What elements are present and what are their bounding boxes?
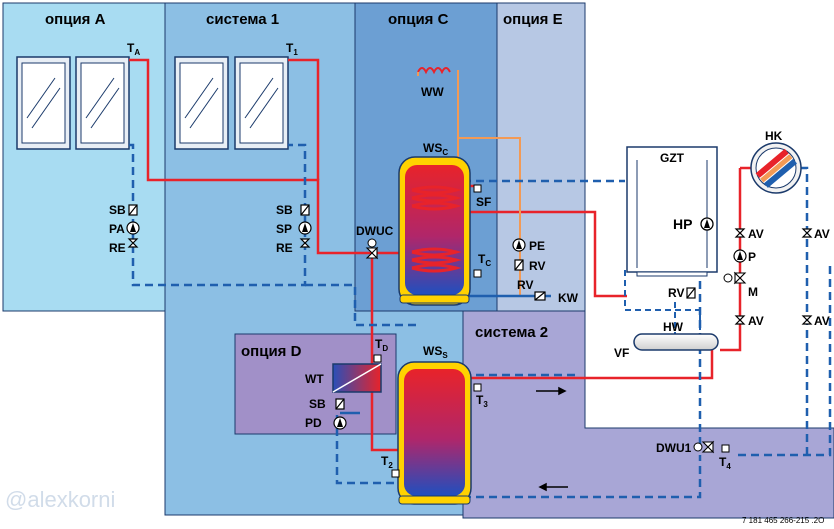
rv2-label: RV — [517, 278, 533, 292]
t3-label: T3 — [476, 393, 488, 409]
tc-sensor-icon — [473, 269, 482, 278]
pe-label: PE — [529, 239, 545, 253]
av4-valve-icon — [801, 315, 813, 325]
drawing-code: 7 181 465 266-215 .2O — [742, 516, 824, 525]
collectors-option-a — [16, 56, 130, 150]
rv3-label: RV — [668, 286, 684, 300]
hp-pump-icon — [700, 217, 714, 231]
mixer-icons — [365, 238, 747, 454]
pe-pump-icon — [512, 238, 526, 252]
heat-exchanger-wt — [332, 363, 382, 393]
tank-wsc — [398, 156, 471, 306]
gzt-label: GZT — [660, 151, 685, 165]
hw-label: HW — [663, 320, 684, 334]
zone-option-d-title: опция D — [241, 343, 302, 360]
av1-valve-icon — [734, 228, 746, 238]
tc-label: TC — [478, 252, 491, 268]
flow-arrows — [536, 386, 568, 492]
sp-label: SP — [276, 222, 292, 236]
valve-icons — [127, 228, 813, 325]
sb-1-label: SB — [276, 203, 293, 217]
td-sensor-icon — [373, 354, 382, 363]
pump-icons — [126, 221, 747, 430]
pd-label: PD — [305, 416, 322, 430]
ta-label: TA — [127, 41, 140, 57]
wsc-label: WSC — [423, 141, 448, 157]
t4-sensor-icon — [721, 444, 730, 453]
zone-option-e-title: опция Е — [503, 11, 563, 28]
tank-wss — [397, 361, 472, 505]
re-1-valve-icon — [299, 238, 311, 248]
av2-label: AV — [814, 227, 830, 241]
kw-label: KW — [558, 291, 579, 305]
hp-label: HP — [673, 216, 692, 232]
zone-system-1-title: система 1 — [206, 11, 279, 28]
av1-label: AV — [748, 227, 764, 241]
dwu1-mixer-icon — [693, 440, 715, 454]
av3-valve-icon — [734, 315, 746, 325]
p-pump-icon — [733, 249, 747, 263]
pd-pump-icon — [333, 416, 347, 430]
watermark: @alexkorni — [5, 487, 115, 512]
rv3-icon — [686, 287, 696, 299]
t2-sensor-icon — [391, 469, 400, 478]
hot-pipes — [129, 58, 752, 452]
sb-d-icon — [335, 398, 345, 410]
re-a-valve-icon — [127, 238, 139, 248]
hw-separator — [633, 333, 719, 351]
pa-pump-icon — [126, 221, 140, 235]
t4-label: T4 — [719, 455, 731, 471]
p-label: P — [748, 250, 756, 264]
zone-system-2 — [462, 310, 834, 519]
t3-sensor-icon — [473, 383, 482, 392]
t2-label: T2 — [381, 454, 393, 470]
t1-label: T1 — [286, 41, 298, 57]
wt-label: WT — [305, 372, 324, 386]
sb-a-icon — [128, 204, 138, 216]
av2-valve-icon — [801, 228, 813, 238]
wss-label: WSS — [423, 344, 448, 360]
pa-label: PA — [109, 222, 125, 236]
re-1-label: RE — [276, 241, 293, 255]
re-a-label: RE — [109, 241, 126, 255]
rv2-icon — [534, 291, 546, 301]
zone-option-a — [2, 2, 166, 312]
dwuc-mixer-icon — [365, 238, 379, 260]
m-mixer-icon — [723, 271, 747, 285]
av4-label: AV — [814, 314, 830, 328]
sb-1-icon — [300, 204, 310, 216]
ww-label: WW — [421, 85, 444, 99]
td-label: TD — [375, 337, 388, 353]
sp-pump-icon — [298, 221, 312, 235]
boiler-gzt — [626, 146, 718, 277]
zone-option-a-title: опция А — [45, 11, 106, 28]
sb-a-label: SB — [109, 203, 126, 217]
sensor-icons — [373, 184, 730, 478]
av3-label: AV — [748, 314, 764, 328]
rv1-label: RV — [529, 259, 545, 273]
hk-label: HK — [765, 129, 783, 143]
sf-sensor-icon — [473, 184, 482, 193]
rv1-icon — [514, 259, 524, 271]
collectors-system-1 — [174, 56, 289, 150]
dwuc-label: DWUC — [356, 224, 394, 238]
zone-system-2-title: система 2 — [475, 324, 548, 341]
hk-heating-circuit-icon — [750, 142, 802, 194]
zone-option-c-title: опция С — [388, 11, 449, 28]
m-label: M — [748, 285, 758, 299]
sb-d-label: SB — [309, 397, 326, 411]
zone-option-e — [496, 2, 586, 312]
check-valve-icons — [128, 204, 696, 410]
sf-label: SF — [476, 195, 491, 209]
dwu1-label: DWU1 — [656, 441, 692, 455]
vf-label: VF — [614, 346, 629, 360]
